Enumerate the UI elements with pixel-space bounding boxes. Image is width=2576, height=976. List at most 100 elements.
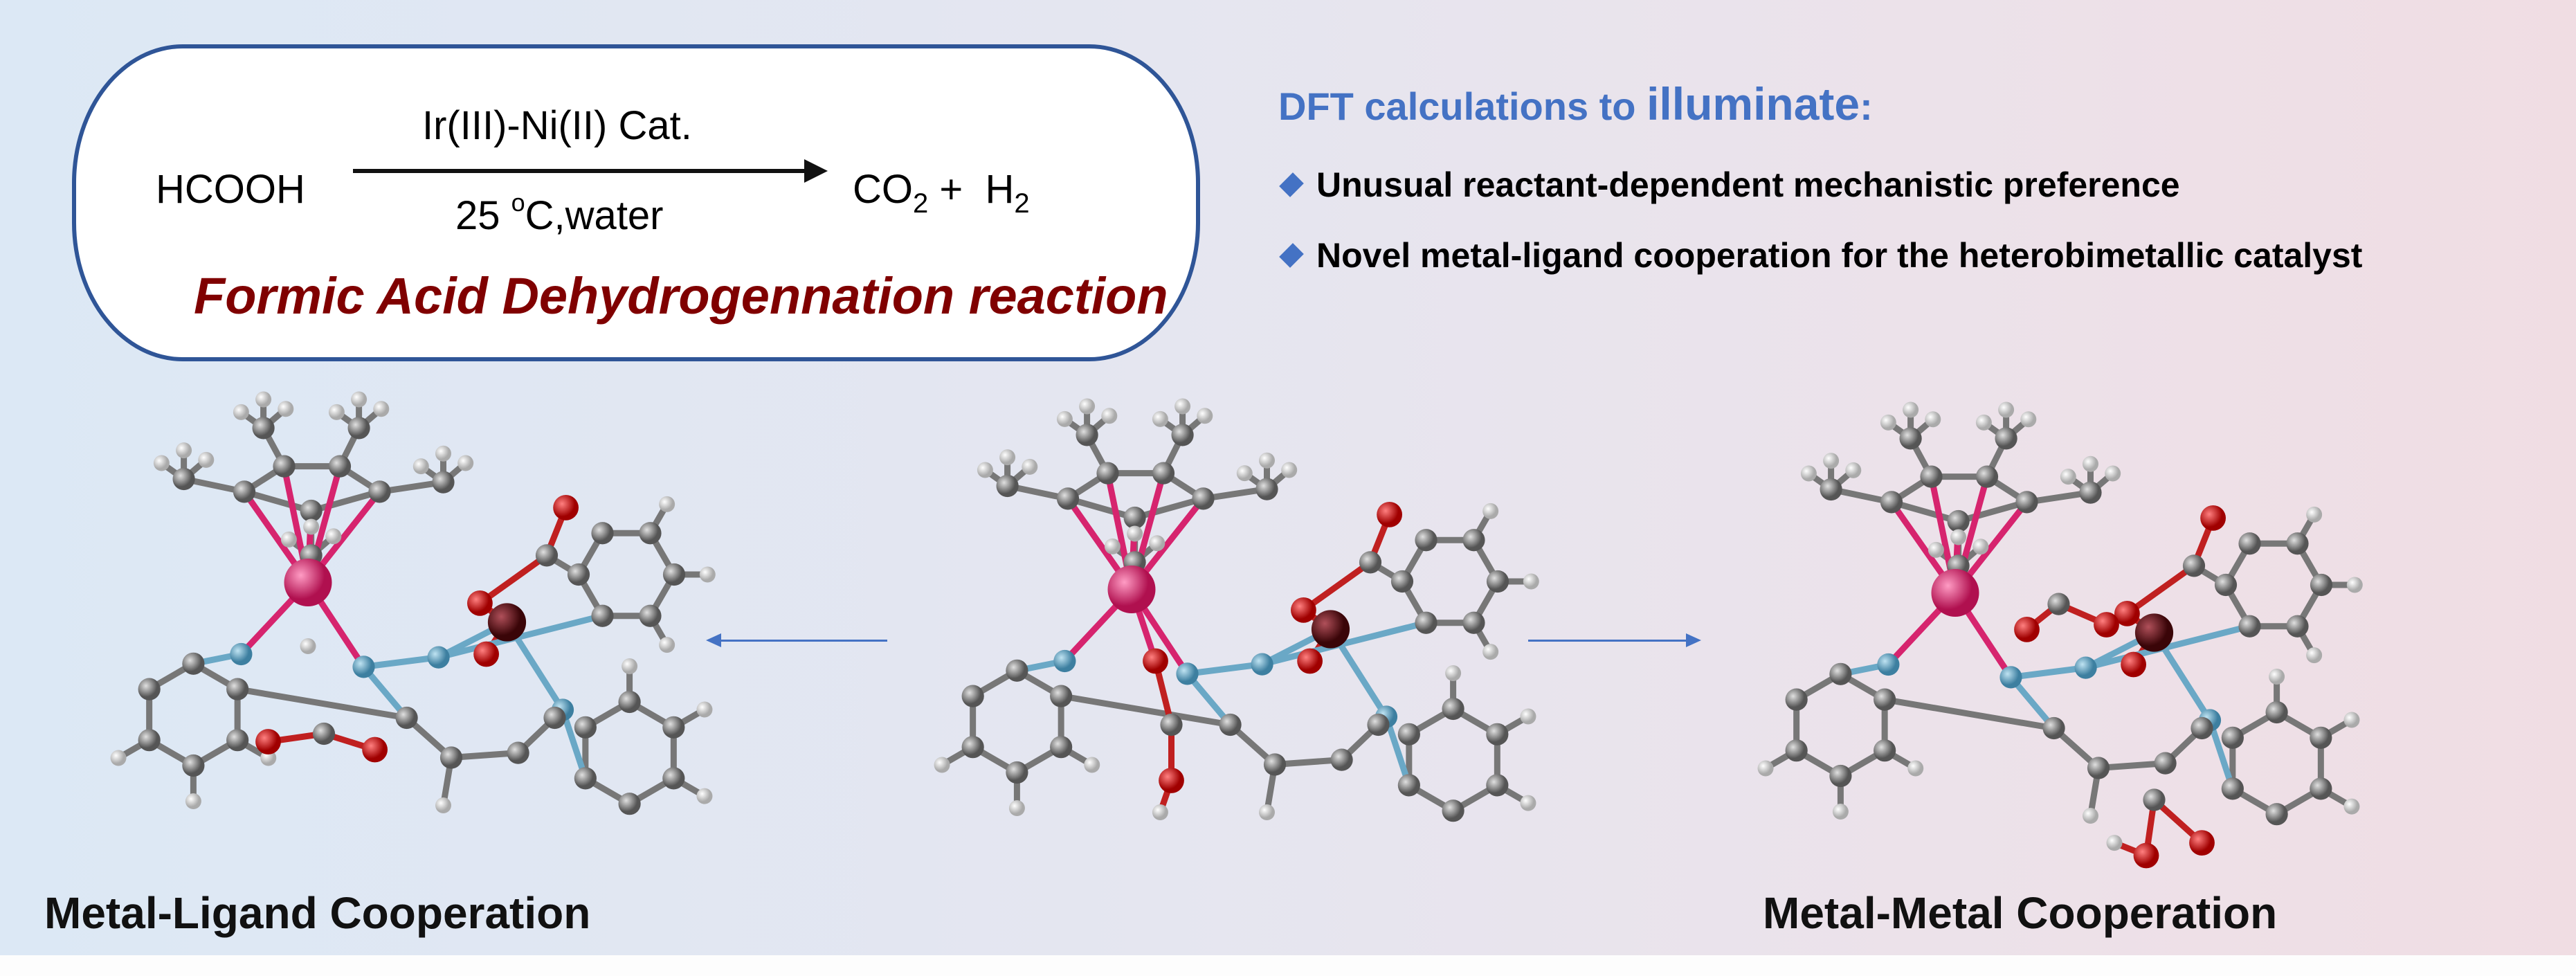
chemical-bond [1064,495,1139,521]
conditions-rest: C,water [525,193,664,238]
carbon-atom [1263,753,1287,776]
chemical-bond [559,707,589,781]
carbon-atom [1462,611,1485,634]
carbon-atom [591,604,614,627]
carbon-atom [1880,491,1903,514]
arrow-to-metal-ligand [720,640,887,642]
hydrogen-atom [435,797,451,813]
carbon-atom [567,563,590,586]
nitrogen-atom [427,646,450,669]
hydrogen-atom [659,496,675,512]
carbon-atom [1899,427,1922,450]
carbon-atom [1442,697,1464,721]
oxygen-atom [473,641,499,667]
iridium-atom [1107,566,1156,613]
hydrogen-atom [1998,401,2015,418]
nickel-atom [2134,613,2174,652]
carbon-atom [226,729,249,752]
carbon-atom [639,522,662,545]
oxygen-atom [362,736,388,763]
arrow-right-head-icon [1686,633,1701,647]
hydrogen-atom [1520,795,1536,811]
molecule-left [110,391,716,815]
hydrogen-atom [1084,757,1100,773]
label-metal-ligand-cooperation: Metal-Ligand Cooperation [44,888,591,938]
hydrogen-atom [153,455,170,471]
carbon-atom [1397,774,1420,797]
hydrogen-atom [1101,408,1118,424]
hydrogen-atom [1445,665,1462,681]
carbon-atom [543,706,566,730]
carbon-atom [1076,424,1098,446]
oxygen-atom [553,495,579,521]
chemical-bond [2206,717,2236,792]
oxygen-atom [2094,612,2119,638]
hydrogen-atom [1757,760,1774,777]
carbon-atom [1390,570,1414,593]
hydrogen-atom [2343,712,2360,728]
arrow-left-head-icon [706,633,721,647]
carbon-atom [1920,465,1943,488]
hydrogen-atom [659,637,675,653]
arrow-to-metal-metal [1528,640,1687,642]
reaction-arrow [353,169,810,173]
chemical-bond [1259,620,1429,668]
carbon-atom [1874,739,1896,762]
carbon-atom [1050,685,1073,707]
carbon-atom [347,417,370,440]
hydrogen-atom [1972,539,1989,555]
nickel-atom [487,603,527,642]
carbon-atom [300,499,323,523]
carbon-atom [1152,462,1175,485]
dft-heading-colon: : [1860,84,1873,128]
hydrogen-atom [1174,398,1191,415]
carbon-atom [1160,713,1183,736]
hydrogen-atom [2306,647,2323,664]
carbon-atom [1947,509,1970,533]
carbon-atom [574,767,597,790]
degree-sign: o [511,188,525,217]
reaction-name: Formic Acid Dehydrogennation reaction [194,267,1168,325]
hydrogen-atom [1907,760,1924,777]
hydrogen-atom [255,391,272,408]
carbon-atom [233,480,256,503]
hydrogen-atom [412,458,429,475]
carbon-atom [312,722,336,745]
carbon-atom [1442,799,1464,822]
oxygen-atom [255,729,281,754]
hydrogen-atom [1482,503,1499,519]
hydrogen-atom [1149,535,1165,552]
carbon-atom [2310,777,2332,800]
catalyst-label: Ir(III)-Ni(II) Cat. [422,103,692,148]
hydrogen-atom [2346,577,2363,593]
oxygen-atom [1377,502,1402,527]
carbon-atom [1255,478,1278,500]
hydrogen-atom [2083,455,2098,472]
carbon-atom [1829,662,1852,685]
carbon-atom [1367,713,1390,736]
carbon-atom [226,678,249,701]
carbon-atom [961,736,984,759]
carbon-atom [1359,551,1382,574]
chemical-bond [1888,498,1962,525]
carbon-atom [2182,554,2206,577]
hydrogen-atom [176,442,192,459]
hydrogen-atom [2306,506,2323,523]
carbon-atom [1829,764,1852,788]
nitrogen-atom [1053,649,1076,673]
hydrogen-atom [325,528,342,545]
nickel-atom [1311,610,1350,649]
carbon-atom [2265,803,2288,826]
hydrogen-atom [1520,708,1536,725]
carbon-atom [2079,481,2102,504]
carbon-atom [1330,748,1353,771]
carbon-atom [439,746,463,769]
hydrogen-atom [1975,414,1992,431]
molecule-mid [934,398,1539,822]
carbon-atom [1006,761,1028,784]
hydrogen-atom [1928,541,1944,558]
hydrogen-atom [233,404,249,420]
hydrogen-atom [1845,462,1862,478]
hydrogen-atom [1832,804,1849,820]
carbon-atom [591,522,614,545]
